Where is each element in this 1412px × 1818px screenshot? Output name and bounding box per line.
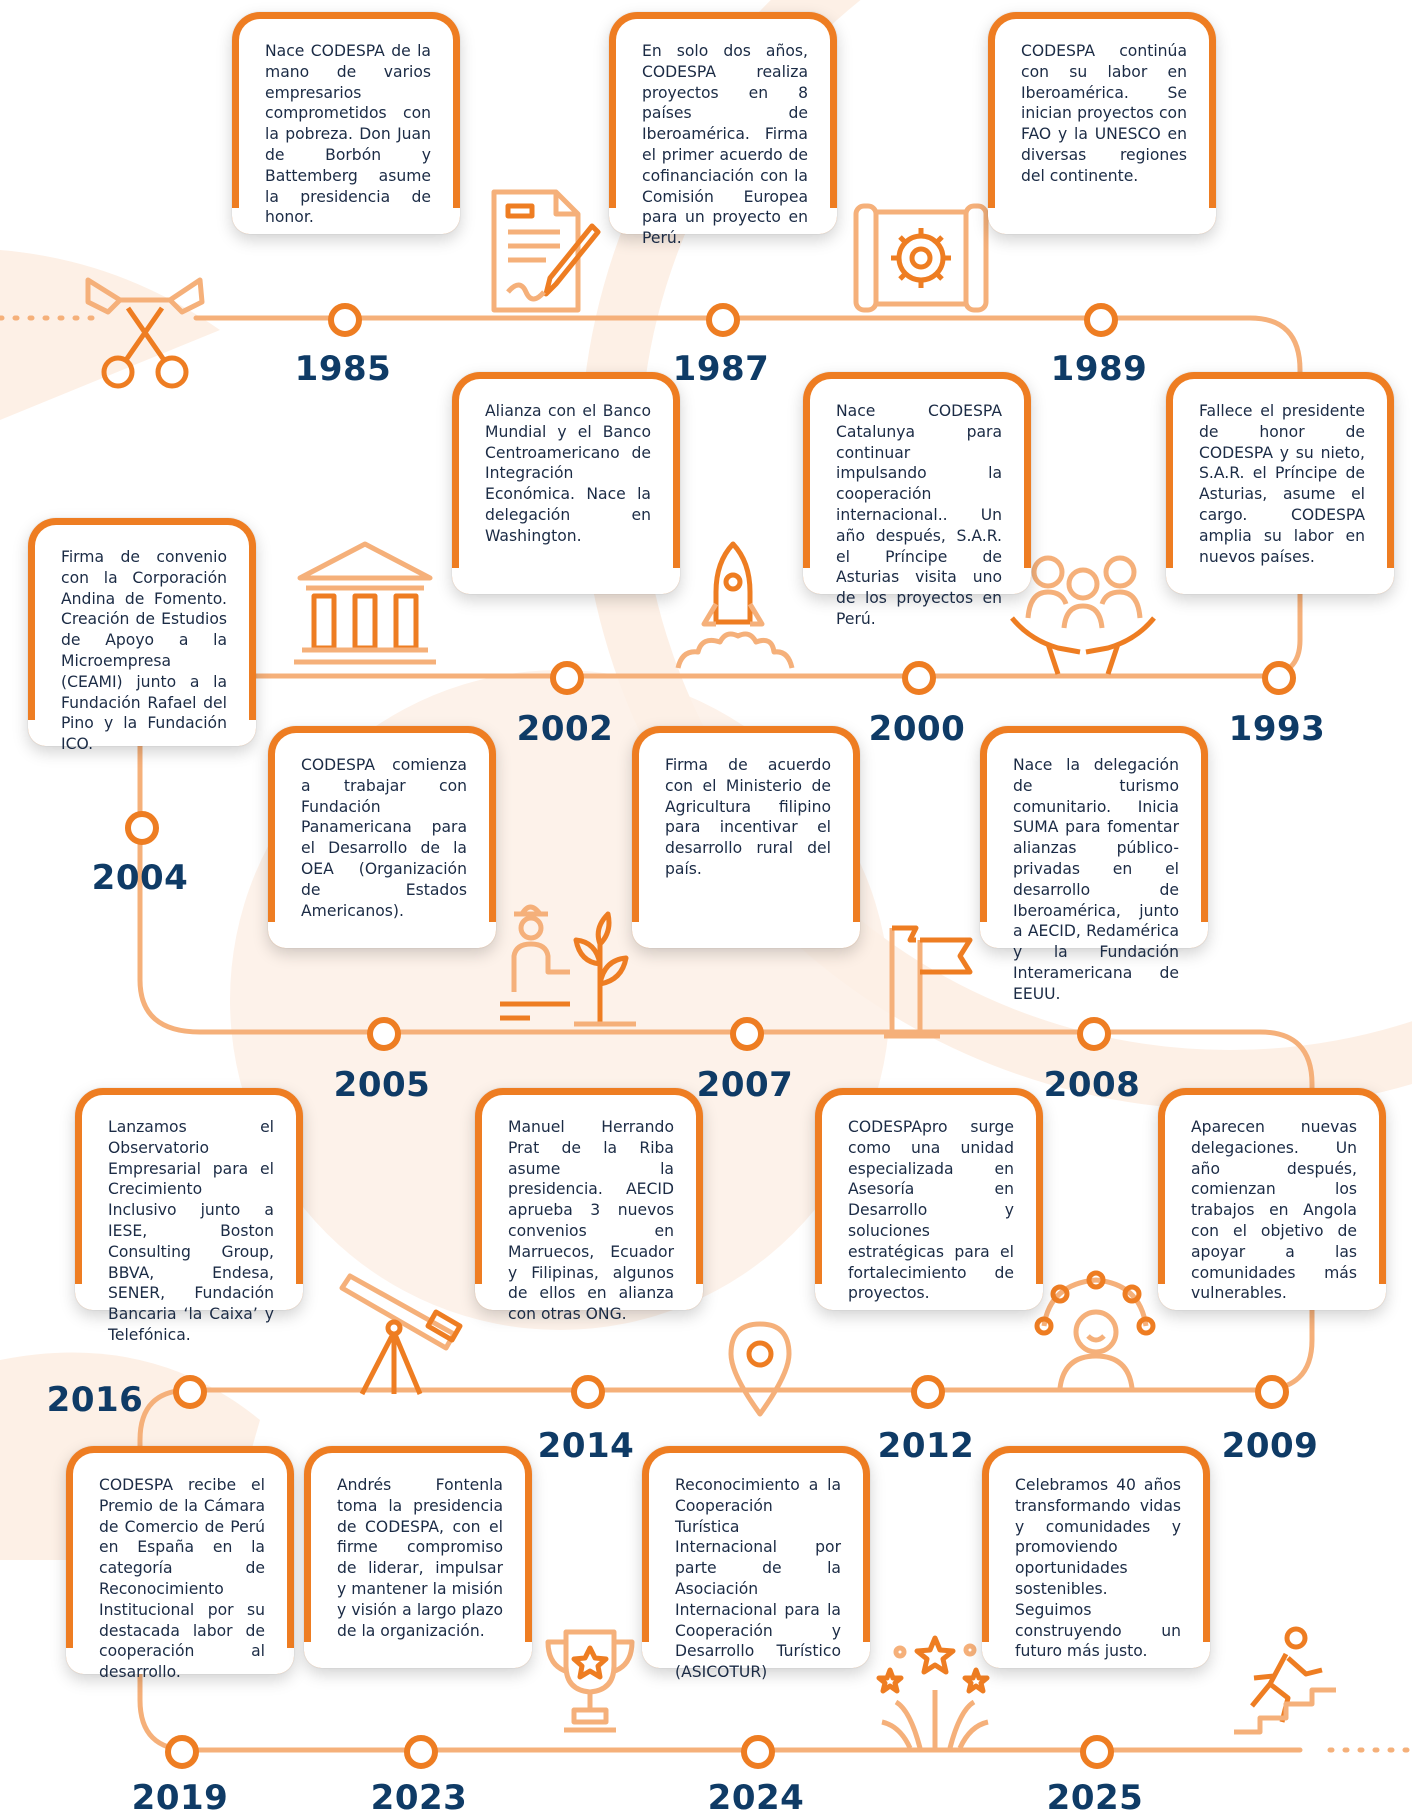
event-description: Andrés Fontenla toma la presidencia de C… — [337, 1476, 503, 1640]
event-card: Aparecen nuevas delegaciones. Un año des… — [1158, 1088, 1386, 1310]
event-card: CODESPApro surge como una unidad especia… — [815, 1088, 1043, 1310]
node-2000 — [902, 661, 936, 695]
year-label: 2009 — [1221, 1426, 1319, 1466]
year-label: 2000 — [868, 709, 966, 749]
event-description: Fallece el presidente de honor de CODESP… — [1199, 402, 1365, 566]
event-description: Alianza con el Banco Mundial y el Banco … — [485, 402, 651, 545]
year-label: 2014 — [537, 1426, 635, 1466]
node-2002 — [550, 661, 584, 695]
event-card: Nace CODESPA Catalunya para continuar im… — [803, 372, 1031, 628]
event-description: En solo dos años, CODESPA realiza proyec… — [642, 42, 808, 248]
year-label: 1989 — [1050, 349, 1148, 389]
event-description: Lanzamos el Observatorio Empresarial par… — [108, 1118, 274, 1344]
event-description: CODESPA continúa con su labor en Iberoam… — [1021, 42, 1187, 185]
runner-stairs-icon — [1230, 1626, 1340, 1736]
telescope-icon — [332, 1268, 472, 1398]
node-2014 — [571, 1375, 605, 1409]
event-card: Alianza con el Banco Mundial y el Banco … — [452, 372, 680, 594]
event-card: Firma de convenio con la Corporación And… — [28, 518, 256, 753]
year-label: 2004 — [91, 858, 189, 898]
year-label: 2002 — [516, 709, 614, 749]
event-description: Nace la delegación de turismo comunitari… — [1013, 756, 1179, 1003]
fireworks-icon — [870, 1630, 1000, 1750]
node-1985 — [328, 303, 362, 337]
event-description: CODESPApro surge como una unidad especia… — [848, 1118, 1014, 1303]
event-description: Nace CODESPA Catalunya para continuar im… — [836, 402, 1002, 628]
event-card: Nace CODESPA de la mano de varios empres… — [232, 12, 460, 234]
event-card: Celebramos 40 años transformando vidas y… — [982, 1446, 1210, 1668]
trophy-icon — [540, 1626, 640, 1736]
year-label: 2012 — [877, 1426, 975, 1466]
node-2005 — [367, 1017, 401, 1051]
event-description: CODESPA recibe el Premio de la Cámara de… — [99, 1476, 265, 1682]
rocket-icon — [668, 538, 798, 678]
node-2019 — [165, 1735, 199, 1769]
node-2008 — [1077, 1017, 1111, 1051]
person-network-icon — [1030, 1270, 1160, 1390]
event-description: Celebramos 40 años transformando vidas y… — [1015, 1476, 1181, 1661]
event-description: Manuel Herrando Prat de la Riba asume la… — [508, 1118, 674, 1324]
year-label: 1993 — [1228, 709, 1326, 749]
node-2023 — [404, 1735, 438, 1769]
flags-icon — [880, 920, 980, 1040]
gear-scroll-icon — [846, 196, 996, 316]
contract-signing-icon — [486, 186, 616, 316]
event-card: Lanzamos el Observatorio Empresarial par… — [75, 1088, 303, 1344]
node-2009 — [1255, 1375, 1289, 1409]
year-label: 2008 — [1043, 1065, 1141, 1105]
farmer-plant-icon — [490, 900, 640, 1030]
people-hands-icon — [1008, 548, 1158, 678]
node-2024 — [741, 1735, 775, 1769]
event-description: CODESPA comienza a trabajar con Fundació… — [301, 756, 467, 920]
node-2025 — [1080, 1735, 1114, 1769]
event-description: Firma de acuerdo con el Ministerio de Ag… — [665, 756, 831, 878]
year-label: 2023 — [370, 1778, 468, 1818]
node-2007 — [730, 1017, 764, 1051]
event-card: Firma de acuerdo con el Ministerio de Ag… — [632, 726, 860, 948]
node-1993 — [1262, 661, 1296, 695]
node-1989 — [1084, 303, 1118, 337]
event-description: Aparecen nuevas delegaciones. Un año des… — [1191, 1118, 1357, 1303]
map-pin-icon — [725, 1318, 795, 1418]
scissors-ribbon-icon — [80, 272, 210, 402]
event-card: Reconocimiento a la Cooperación Turístic… — [642, 1446, 870, 1681]
event-card: En solo dos años, CODESPA realiza proyec… — [609, 12, 837, 247]
event-card: Fallece el presidente de honor de CODESP… — [1166, 372, 1394, 594]
node-1987 — [706, 303, 740, 337]
year-label: 2007 — [696, 1065, 794, 1105]
node-2004 — [125, 811, 159, 845]
event-description: Reconocimiento a la Cooperación Turístic… — [675, 1476, 841, 1682]
event-description: Firma de convenio con la Corporación And… — [61, 548, 227, 754]
year-label: 2024 — [707, 1778, 805, 1818]
event-card: CODESPA continúa con su labor en Iberoam… — [988, 12, 1216, 234]
bank-building-icon — [290, 538, 440, 668]
year-label: 2005 — [333, 1065, 431, 1105]
year-label: 2016 — [46, 1380, 144, 1420]
year-label: 2019 — [131, 1778, 229, 1818]
event-card: Nace la delegación de turismo comunitari… — [980, 726, 1208, 1003]
event-description: Nace CODESPA de la mano de varios empres… — [265, 42, 431, 227]
year-label: 1985 — [294, 349, 392, 389]
event-card: CODESPA recibe el Premio de la Cámara de… — [66, 1446, 294, 1681]
year-label: 2025 — [1046, 1778, 1144, 1818]
node-2016 — [173, 1375, 207, 1409]
event-card: CODESPA comienza a trabajar con Fundació… — [268, 726, 496, 948]
event-card: Manuel Herrando Prat de la Riba asume la… — [475, 1088, 703, 1323]
year-label: 1987 — [672, 349, 770, 389]
node-2012 — [911, 1375, 945, 1409]
event-card: Andrés Fontenla toma la presidencia de C… — [304, 1446, 532, 1668]
